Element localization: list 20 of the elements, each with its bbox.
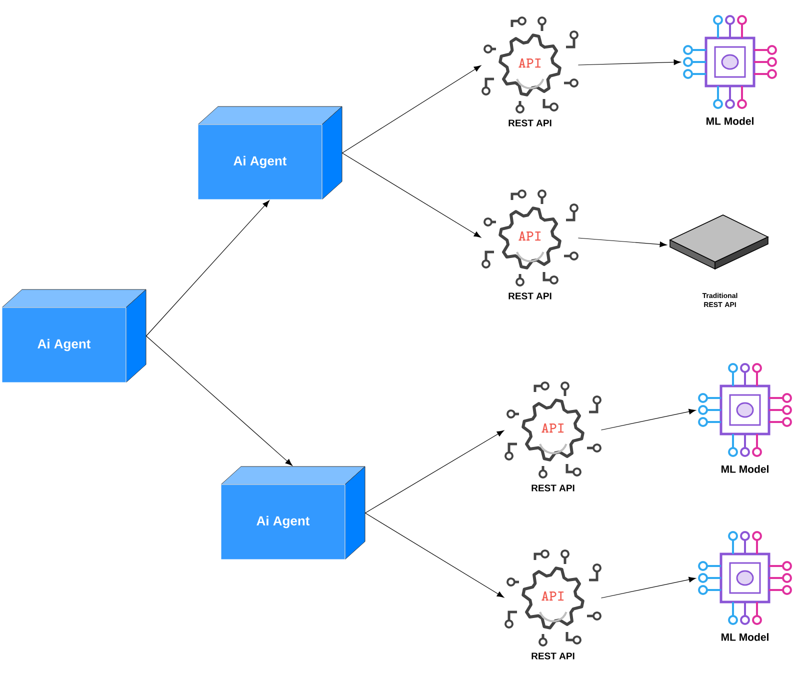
agent-box: Ai Agent: [220, 466, 366, 560]
agent-box: Ai Agent: [198, 106, 342, 200]
icon-caption: ML Model: [722, 633, 768, 641]
arrow: [600, 576, 696, 598]
arrow: [146, 200, 270, 336]
arrow: [342, 152, 482, 238]
icon-caption: REST API: [532, 652, 574, 660]
arrow: [578, 238, 667, 248]
icon-caption: REST API: [508, 292, 552, 300]
icon-caption: REST API: [532, 484, 574, 492]
icon-caption: ML Model: [722, 465, 768, 473]
arrow: [364, 512, 504, 598]
icon-caption: ML Model: [706, 117, 754, 125]
arrow: [600, 408, 696, 430]
arrow: [578, 59, 681, 66]
arrow: [342, 65, 482, 154]
agent-box: Ai Agent: [2, 289, 146, 383]
arrow: [364, 430, 504, 514]
arrow: [146, 336, 292, 466]
icon-caption: REST API: [508, 120, 552, 126]
